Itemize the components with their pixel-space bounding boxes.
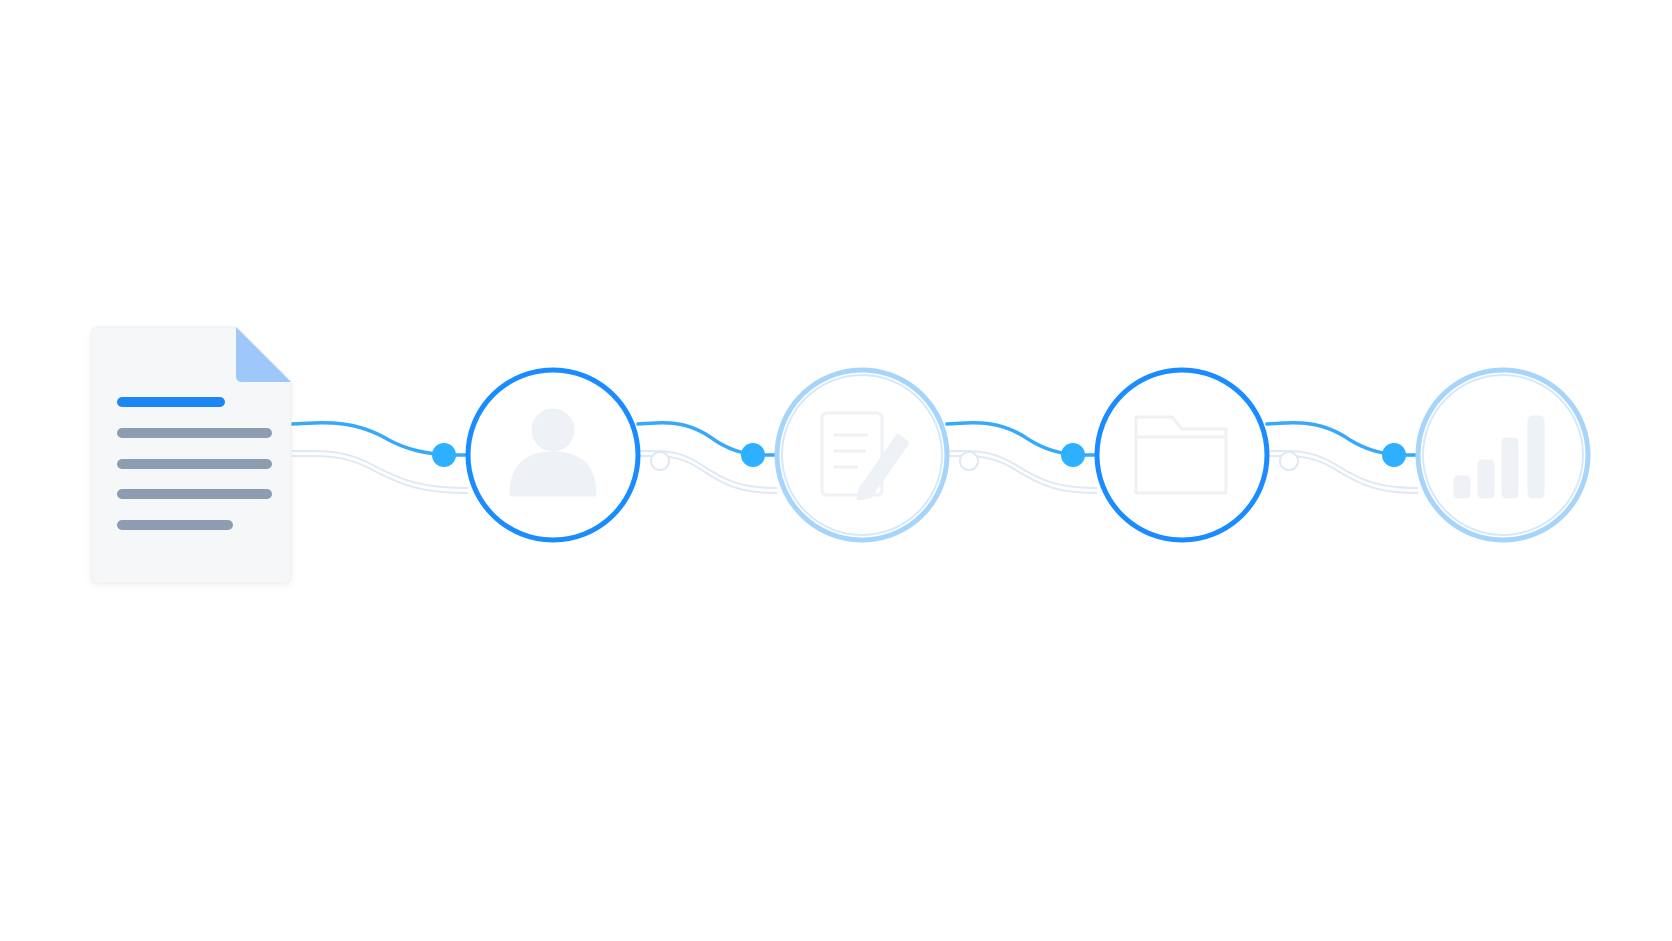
connector-layer <box>290 421 1420 494</box>
chart-bar <box>1501 437 1519 499</box>
bar-chart-icon <box>1453 415 1545 499</box>
ghost-dot <box>1279 451 1299 471</box>
connector <box>290 421 470 494</box>
folder-body <box>1134 415 1228 495</box>
document-icon <box>90 326 292 584</box>
connector-dot <box>432 443 456 467</box>
step-ring <box>1094 367 1270 543</box>
ghost-line <box>1266 449 1419 489</box>
document-fold <box>236 327 291 382</box>
connector <box>1265 421 1420 494</box>
ghost-line <box>637 449 778 489</box>
connector-dot <box>741 443 765 467</box>
connector-dot <box>1382 443 1406 467</box>
ghost-line <box>291 454 469 494</box>
connector <box>945 421 1099 494</box>
document-card <box>90 326 292 584</box>
step-node-layer <box>465 367 1591 543</box>
document-page <box>90 326 292 584</box>
user-icon <box>509 408 597 497</box>
ghost-dot <box>959 451 979 471</box>
step-ring-inner <box>1422 374 1584 536</box>
step-node-user <box>465 367 641 543</box>
edit-document-icon <box>820 411 910 501</box>
chart-bar <box>1527 415 1545 499</box>
ghost-dot <box>650 451 670 471</box>
connector <box>636 421 779 494</box>
chart-bar <box>1453 475 1471 499</box>
folder-icon <box>1134 415 1228 495</box>
user-body <box>509 451 597 497</box>
edit-page <box>820 411 884 497</box>
step-node-folder <box>1094 367 1270 543</box>
step-ring <box>774 367 950 543</box>
user-head <box>531 408 575 452</box>
chart-bar <box>1477 459 1495 499</box>
step-node-edit <box>774 367 950 543</box>
pencil <box>856 433 910 501</box>
connector-dot <box>1061 443 1085 467</box>
step-ring-inner <box>781 374 943 536</box>
ghost-line <box>291 449 469 489</box>
step-node-chart <box>1415 367 1591 543</box>
